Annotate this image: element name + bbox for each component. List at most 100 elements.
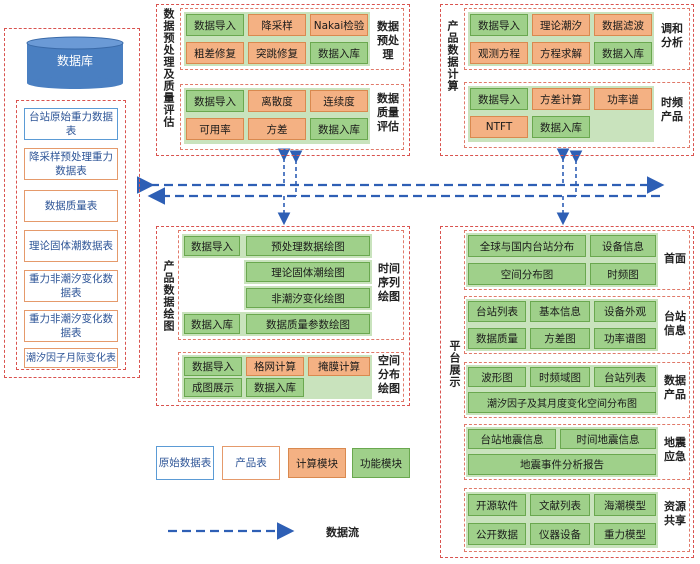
legend-product-table: 产品表 (222, 446, 280, 480)
plot-sub2-label: 空间分布绘图 (378, 354, 400, 395)
station-variance-chart[interactable]: 方差图 (530, 328, 590, 349)
legend-func-module: 功能模块 (352, 448, 410, 478)
legend-raw-table: 原始数据表 (156, 446, 214, 480)
qa-variance[interactable]: 方差 (248, 118, 306, 140)
plot-import[interactable]: 数据导入 (184, 236, 240, 256)
plotting-section (156, 226, 410, 406)
calc-theory-tide[interactable]: 理论潮汐 (532, 14, 590, 36)
quake-time-info[interactable]: 时间地震信息 (560, 429, 656, 449)
share-public-data[interactable]: 公开数据 (468, 523, 526, 545)
plot-preprocess-chart[interactable]: 预处理数据绘图 (246, 236, 370, 256)
table-nontidal-2[interactable]: 重力非潮汐变化数据表 (24, 310, 118, 342)
quake-report[interactable]: 地震事件分析报告 (468, 454, 656, 475)
pre-jump-fix[interactable]: 突跳修复 (248, 42, 306, 64)
share-open-software[interactable]: 开源软件 (468, 494, 526, 516)
preprocess-section-label: 数据预处理及质量评估 (162, 8, 175, 128)
qa-availability[interactable]: 可用率 (186, 118, 244, 140)
qa-import[interactable]: 数据导入 (186, 90, 244, 112)
database-table-list (16, 100, 126, 370)
plot-sub1 (178, 230, 404, 340)
preprocess-sub2 (180, 84, 404, 150)
map-render[interactable]: 成图展示 (184, 378, 242, 397)
product-tf-domain[interactable]: 时频域图 (530, 367, 590, 387)
qa-store[interactable]: 数据入库 (310, 118, 368, 140)
home-global-stations[interactable]: 全球与国内台站分布 (468, 235, 586, 257)
home-tf-chart[interactable]: 时频图 (590, 263, 656, 285)
share-instruments[interactable]: 仪器设备 (530, 523, 590, 545)
plotting-section-label: 产品数据绘图 (162, 260, 175, 332)
table-downsampled-gravity[interactable]: 降采样预处理重力数据表 (24, 148, 118, 180)
database-title: 数据库 (56, 54, 93, 68)
plot-store[interactable]: 数据入库 (184, 314, 240, 334)
legend-calc-module: 计算模块 (288, 448, 346, 478)
platform-product-label: 数据产品 (664, 374, 686, 401)
platform-station-label: 台站信息 (664, 310, 686, 337)
preprocess-sub1 (180, 8, 404, 70)
qa-dispersion[interactable]: 离散度 (248, 90, 306, 112)
plot-sub1-label: 时间序列绘图 (378, 262, 400, 303)
calc-sub1 (464, 8, 690, 70)
share-gravity-model[interactable]: 重力模型 (594, 523, 656, 545)
platform-share-label: 资源共享 (664, 500, 686, 527)
tf-ntft[interactable]: NTFT (470, 116, 528, 138)
calc-sub1-label: 调和分析 (661, 22, 683, 49)
home-spatial-map[interactable]: 空间分布图 (468, 263, 586, 285)
product-tidal-factor-map[interactable]: 潮汐因子及其月度变化空间分布图 (468, 392, 656, 413)
plot-quality-chart[interactable]: 数据质量参数绘图 (246, 314, 370, 334)
table-data-quality[interactable]: 数据质量表 (24, 190, 118, 222)
map-import[interactable]: 数据导入 (184, 357, 242, 376)
pre-downsample[interactable]: 降采样 (248, 14, 306, 36)
tf-import[interactable]: 数据导入 (470, 88, 528, 110)
calc-sub2-label: 时频产品 (661, 96, 683, 123)
platform-quake (464, 424, 690, 480)
plot-sub2 (178, 352, 404, 402)
platform-section (440, 226, 694, 558)
pre-import[interactable]: 数据导入 (186, 14, 244, 36)
plot-theory-tide-chart[interactable]: 理论固体潮绘图 (246, 262, 370, 282)
share-literature[interactable]: 文献列表 (530, 494, 590, 516)
station-device-look[interactable]: 设备外观 (594, 301, 656, 322)
calc-sub2 (464, 82, 690, 148)
platform-station (464, 296, 690, 354)
table-nontidal-1[interactable]: 重力非潮汐变化数据表 (24, 270, 118, 302)
legend-data-flow-label: 数据流 (326, 526, 359, 539)
tf-store[interactable]: 数据入库 (532, 116, 590, 138)
platform-product (464, 362, 690, 418)
map-store[interactable]: 数据入库 (246, 378, 304, 397)
station-list[interactable]: 台站列表 (468, 301, 526, 322)
station-quality[interactable]: 数据质量 (468, 328, 526, 349)
calc-obs-equation[interactable]: 观测方程 (470, 42, 528, 64)
database-panel (4, 28, 140, 378)
qa-continuity[interactable]: 连续度 (310, 90, 368, 112)
quake-station-info[interactable]: 台站地震信息 (468, 429, 556, 449)
pre-nakai-test[interactable]: Nakai检验 (310, 14, 368, 36)
home-device-info[interactable]: 设备信息 (590, 235, 656, 257)
calc-filter[interactable]: 数据滤波 (594, 14, 652, 36)
calc-solve[interactable]: 方程求解 (532, 42, 590, 64)
station-power-chart[interactable]: 功率谱图 (594, 328, 656, 349)
table-tidal-factor[interactable]: 潮汐因子月际变化表 (24, 348, 118, 368)
map-grid-calc[interactable]: 格网计算 (246, 357, 304, 376)
database-cylinder-icon: 数据库 (26, 36, 124, 90)
product-waveform[interactable]: 波形图 (468, 367, 526, 387)
table-theoretical-tide[interactable]: 理论固体潮数据表 (24, 230, 118, 262)
product-station-list[interactable]: 台站列表 (594, 367, 656, 387)
pre-store[interactable]: 数据入库 (310, 42, 368, 64)
pre-outlier-fix[interactable]: 粗差修复 (186, 42, 244, 64)
preprocess-section (156, 4, 410, 156)
platform-home-label: 首面 (664, 252, 686, 265)
table-raw-gravity[interactable]: 台站原始重力数据表 (24, 108, 118, 140)
platform-home (464, 230, 690, 290)
preprocess-sub1-label: 数据预处理 (377, 20, 399, 61)
station-basic-info[interactable]: 基本信息 (530, 301, 590, 322)
calc-import[interactable]: 数据导入 (470, 14, 528, 36)
tf-power-spectrum[interactable]: 功率谱 (594, 88, 652, 110)
share-ocean-tide-model[interactable]: 海潮模型 (594, 494, 656, 516)
map-mask-calc[interactable]: 掩膜计算 (308, 357, 370, 376)
calc-store[interactable]: 数据入库 (594, 42, 652, 64)
tf-variance[interactable]: 方差计算 (532, 88, 590, 110)
platform-quake-label: 地震应急 (664, 436, 686, 463)
product-calc-section-label: 产品数据计算 (446, 20, 459, 92)
plot-nontidal-chart[interactable]: 非潮汐变化绘图 (246, 288, 370, 308)
